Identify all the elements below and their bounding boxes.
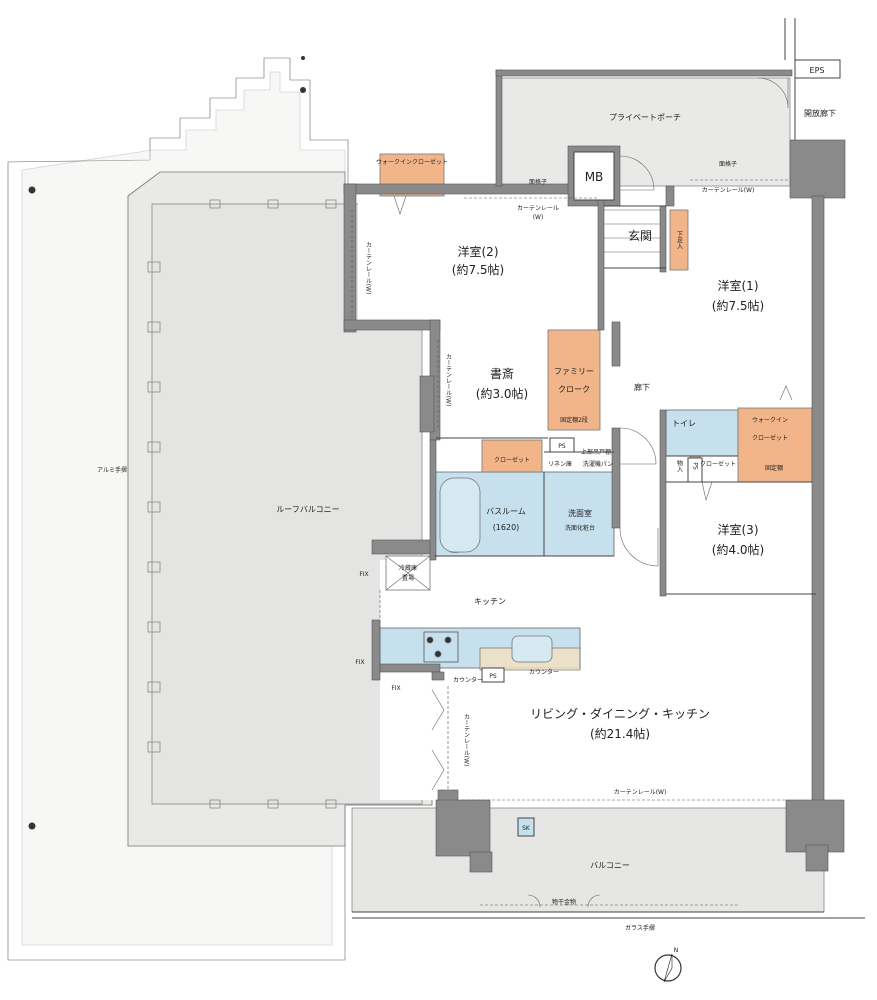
drain-icons [28,56,306,830]
study-size: (約3.0帖) [476,386,528,401]
fix-label-2: FIX [355,659,364,666]
curtain-rail-label-1: カーテンレール [517,205,559,212]
vanity-label: 洗面化粧台 [565,524,595,532]
glass-rail-label: ガラス手摺 [625,924,655,932]
ps-label-2: PS [692,462,699,470]
open-corridor-label: 開放廊下 [804,108,836,118]
curtain-rail-v-label-2: カーテンレール(W) [445,354,452,407]
ldk-name: リビング・ダイニング・キッチン [530,706,710,721]
roof-balcony-label: ルーフバルコニー [276,505,339,514]
toilet-label: トイレ [672,419,696,428]
linen-label: リネン庫 [548,460,572,468]
wet-areas [379,409,739,671]
labels: EPS 開放廊下 プライベートポーチ ウォークインクローゼット 面格子 面格子 … [97,66,836,954]
entrance-label: 玄関 [628,228,652,243]
fix-label-3: FIX [391,685,400,692]
counter-label-2: カウンター [529,668,559,676]
fixed-shelf-label: 固定棚 [765,464,783,472]
sk-label: SK [522,825,531,832]
washer-pan-label: 洗濯機パン [583,460,613,468]
shoe-box-label: 下足入 [676,231,683,249]
eps-box [794,59,841,79]
counter-label-1: カウンター [453,676,483,684]
lattice-label-1: 面格子 [529,178,547,186]
aluminum-rail-label: アルミ手摺 [97,466,127,474]
walk-in-label-1: ウォークイン [752,416,788,424]
closet-study-label: クローゼット [494,456,530,464]
study-name: 書斎 [490,366,514,381]
storage-areas [379,153,813,483]
room1-size: (約7.5帖) [712,298,764,313]
washroom-label: 洗面室 [568,508,592,518]
fixed-shelf-2-label: 固定棚2段 [560,416,588,424]
roof-balcony-posts [147,199,337,809]
private-porch-label: プライベートポーチ [609,113,681,122]
fridge-label-2: 置場 [402,574,414,582]
walk-in-label-2: クローゼット [752,434,788,442]
north-arrow-icon [654,953,682,983]
corridor-label: 廊下 [634,382,650,392]
room2-size: (約7.5帖) [452,262,504,277]
ldk-size: (約21.4帖) [590,726,650,741]
curtain-rail-v-label-3: カーテンレール(W) [463,714,470,767]
room1-name: 洋室(1) [718,278,759,293]
ps-label-3: PS [489,673,497,680]
bathroom-label-2: (1620) [493,523,520,532]
upper-cabinet-label: 上部吊戸棚 [581,448,611,456]
kitchen-label: キッチン [474,597,506,606]
curtain-rail-label-2: カーテンレール(W) [702,187,755,194]
fix-label-1: FIX [359,571,368,578]
storage-small-label: 物入 [676,459,683,472]
room3-name: 洋室(3) [718,522,759,537]
north-label: N [674,947,679,954]
interior-lines [351,77,816,908]
mb-label: MB [585,170,604,184]
curtain-rail-label-1b: (W) [533,214,544,221]
eps-label: EPS [810,66,825,75]
curtain-rail-v-label-1: カーテンレール(W) [365,242,372,295]
family-cloak-label-1: ファミリー [554,367,594,376]
ps-label-1: PS [558,443,566,450]
bathroom-label-1: バスルーム [486,507,526,516]
private-porch-area [499,77,791,187]
hanger-label: 物干金物 [552,898,576,906]
walk-in-closet-top-label: ウォークインクローゼット [376,158,448,166]
closet-room3-label: クローゼット [700,460,736,468]
curtain-rail-ldk-label: カーテンレール(W) [614,789,667,796]
balcony-label: バルコニー [590,861,630,870]
stove-icon [426,636,452,658]
roof-balcony-area [7,56,433,961]
walls [343,69,846,873]
balcony-area [351,807,825,913]
family-cloak-label-2: クローク [558,385,590,394]
room3-size: (約4.0帖) [712,542,764,557]
fridge-label-1: 冷蔵庫 [399,564,417,572]
lattice-label-2: 面格子 [719,160,737,168]
mb-box [573,151,615,201]
room2-name: 洋室(2) [458,244,499,259]
